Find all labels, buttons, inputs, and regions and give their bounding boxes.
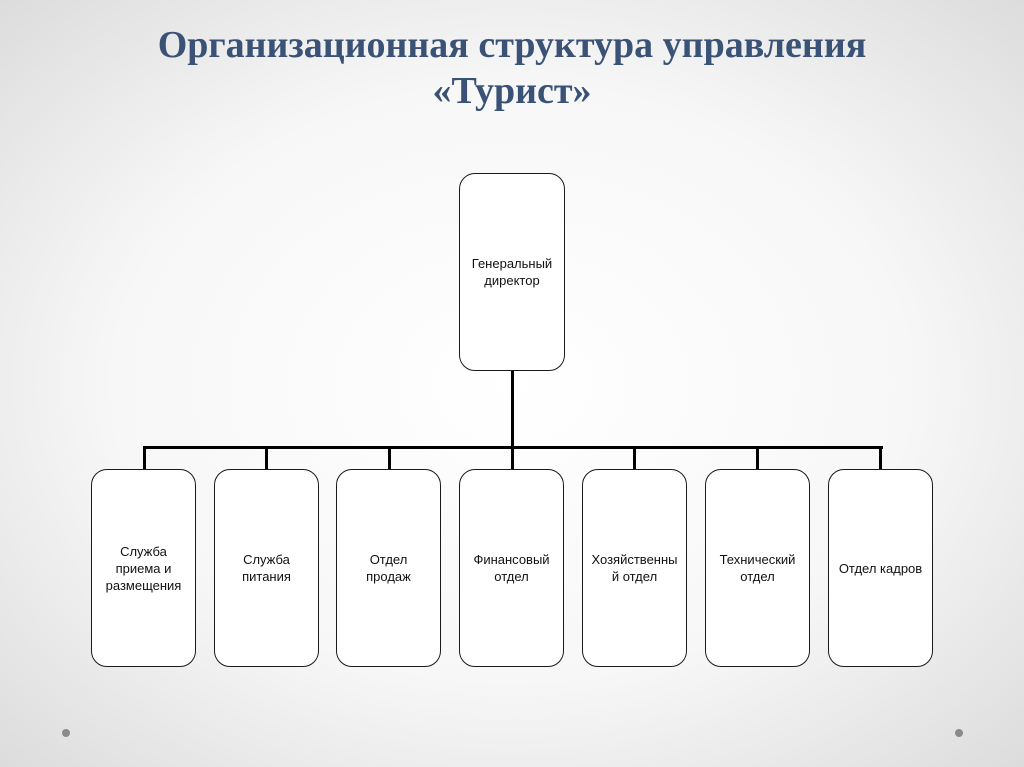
node-department: Хозяйственны й отдел — [582, 469, 687, 667]
node-label: Служба приема и размещения — [105, 543, 182, 593]
node-general-director: Генеральный директор — [459, 173, 565, 371]
node-label: Служба питания — [242, 552, 291, 584]
connector-drop — [756, 446, 759, 469]
connector-drop — [143, 446, 146, 469]
connector-drop — [879, 446, 882, 469]
node-label: Технический отдел — [719, 552, 796, 584]
decorative-dot-right — [955, 729, 963, 737]
node-department: Отдел продаж — [336, 469, 441, 667]
connector-drop — [511, 446, 514, 469]
node-department: Служба питания — [214, 469, 319, 667]
node-department: Технический отдел — [705, 469, 810, 667]
slide-title-line-1: Организационная структура управления — [157, 24, 867, 66]
decorative-dot-left — [62, 729, 70, 737]
connector-drop — [388, 446, 391, 469]
node-department: Отдел кадров — [828, 469, 933, 667]
connector-drop — [633, 446, 636, 469]
node-label: Отдел кадров — [838, 560, 923, 576]
node-label: Финансовый отдел — [473, 552, 550, 584]
node-label: Хозяйственны й отдел — [591, 552, 678, 584]
node-label: Генеральный директор — [471, 256, 553, 288]
connector-root-trunk — [511, 371, 514, 448]
node-department: Финансовый отдел — [459, 469, 564, 667]
node-department: Служба приема и размещения — [91, 469, 196, 667]
slide-title-line-2: «Турист» — [432, 70, 592, 112]
connector-drop — [265, 446, 268, 469]
slide-title: Организационная структура управления «Ту… — [0, 22, 1024, 114]
node-label: Отдел продаж — [366, 552, 411, 584]
